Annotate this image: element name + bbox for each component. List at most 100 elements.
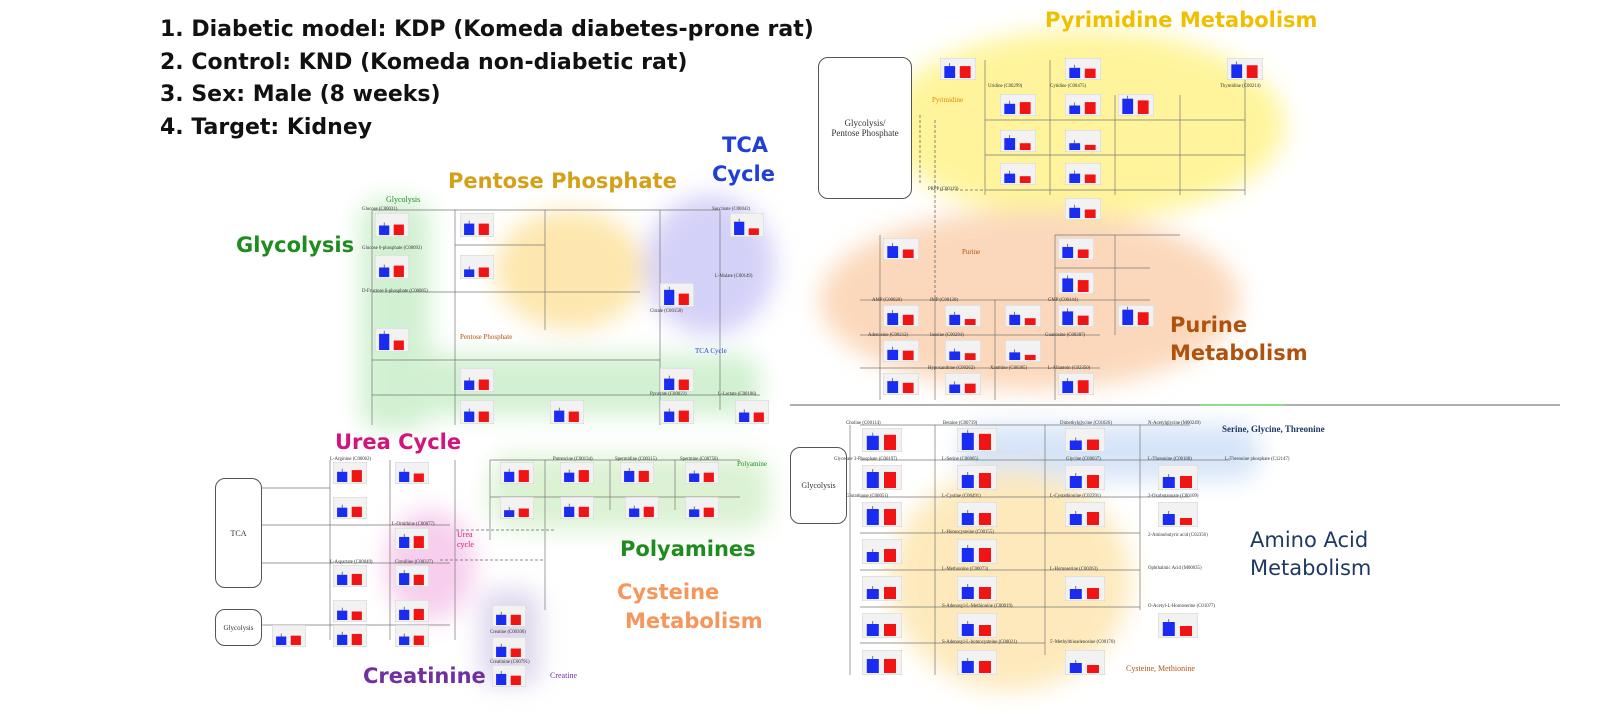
metabolite-bar-panel — [460, 400, 494, 424]
knd-bar — [351, 633, 362, 645]
metabolite-bar-panel — [1227, 58, 1263, 80]
knd-bar — [510, 675, 521, 685]
knd-bar — [1087, 475, 1099, 488]
metabolite-label: Uridine (C00299) — [988, 84, 1023, 89]
knd-bar — [413, 608, 424, 620]
kdp-bar — [496, 646, 507, 657]
metabolite-label: D-Fructose 6-phosphate (C00085) — [362, 289, 428, 294]
metabolite-label: L-Allantoin (C02350) — [1048, 366, 1091, 371]
knd-bar — [884, 472, 896, 488]
metabolite-bar-panel — [1058, 272, 1094, 294]
knd-bar — [902, 350, 914, 360]
metabolite-bar-panel — [333, 497, 367, 519]
metabolite-bar-panel — [375, 328, 409, 352]
metabolite-bar-panel — [862, 465, 902, 490]
label-glycolysis-inner: Glycolysis — [386, 195, 421, 204]
kdp-bar — [734, 221, 745, 235]
study-info-line: 4. Target: Kidney — [160, 114, 373, 140]
metabolite-bar-panel — [375, 255, 409, 279]
kdp-bar — [1004, 138, 1016, 150]
knd-bar — [884, 509, 896, 525]
metabolite-label: Putrescine (C00134) — [553, 457, 593, 462]
label-cysteine-methionine-inner: Cysteine, Methionine — [1126, 664, 1195, 673]
knd-bar — [568, 411, 579, 422]
metabolite-bar-panel — [883, 373, 919, 395]
knd-bar — [393, 265, 404, 277]
metabolite-bar-panel — [1058, 238, 1094, 260]
kdp-bar — [949, 384, 961, 393]
metabolite-bar-panel — [862, 650, 902, 675]
metabolite-bar-panel — [883, 305, 919, 327]
study-info-line: 3. Sex: Male (8 weeks) — [160, 82, 441, 107]
knd-bar — [1019, 176, 1031, 183]
metabolite-label: 5'-Methylthioadenosine (C00170) — [1050, 640, 1115, 645]
label-pyrimidine-inner: Pyrimidine — [932, 96, 964, 104]
metabolite-label: AMP (C00020) — [872, 298, 902, 303]
metabolite-label: L-Threonine phosphate (C12147) — [1225, 457, 1290, 462]
kdp-bar — [564, 506, 575, 517]
knd-bar — [638, 470, 649, 482]
knd-bar — [518, 470, 529, 482]
metabolite-bar-panel — [862, 502, 902, 527]
metabolite-label: L-Serine (C00065) — [942, 457, 979, 462]
knd-bar — [678, 379, 689, 390]
metabolite-label: N-Acetylglycine (M00249) — [1148, 421, 1201, 426]
knd-bar — [979, 661, 991, 673]
box-glycolysis-pentose: Glycolysis/ Pentose Phosphate — [818, 57, 912, 199]
kdp-bar — [961, 661, 974, 673]
knd-bar — [478, 223, 489, 235]
kdp-bar — [866, 589, 879, 599]
kdp-bar — [866, 659, 879, 673]
kdp-bar — [496, 673, 507, 685]
box-tca: TCA — [215, 478, 262, 588]
metabolite-bar-panel — [395, 625, 429, 647]
metabolite-bar-panel — [945, 305, 981, 327]
knd-bar — [884, 624, 896, 636]
kdp-bar — [464, 380, 475, 390]
metabolite-bar-panel — [957, 502, 997, 527]
metabolite-label: Betaine (C00719) — [943, 421, 978, 426]
knd-bar — [902, 382, 914, 393]
metabolite-bar-panel — [660, 400, 694, 424]
metabolite-bar-panel — [395, 600, 429, 622]
kdp-bar — [1162, 622, 1175, 636]
knd-bar — [902, 249, 914, 258]
knd-bar — [413, 536, 424, 548]
kdp-bar — [961, 548, 974, 562]
metabolite-label: L-Lactate (C00186) — [718, 392, 757, 397]
knd-bar — [1077, 280, 1089, 292]
metabolite-bar-panel — [500, 497, 534, 519]
metabolite-label: GMP (C00144) — [1048, 298, 1078, 303]
metabolite-bar-panel — [550, 400, 584, 424]
kdp-bar — [1062, 278, 1074, 292]
metabolite-bar-panel — [685, 497, 719, 519]
metabolite-label: L-Malate (C00149) — [715, 274, 753, 279]
knd-bar — [393, 224, 404, 235]
kdp-bar — [1062, 246, 1074, 258]
metabolite-bar-panel — [862, 539, 902, 564]
metabolite-bar-panel — [883, 340, 919, 362]
knd-bar — [1084, 68, 1096, 78]
knd-bar — [1084, 102, 1096, 114]
metabolite-bar-panel — [957, 613, 997, 638]
kdp-bar — [464, 411, 475, 422]
kdp-bar — [629, 508, 640, 517]
title-cysteine-2: Metabolism — [625, 609, 763, 633]
kdp-bar — [866, 435, 879, 450]
metabolite-label: L-Threonine (C00188) — [1148, 457, 1192, 462]
metabolite-label: Glycerate 3-Phosphate (C00197) — [834, 457, 898, 462]
box-glycolysis-left: Glycolysis — [215, 609, 262, 646]
title-urea: Urea Cycle — [335, 430, 462, 454]
kdp-bar — [1122, 98, 1134, 114]
kdp-bar — [944, 66, 956, 78]
knd-bar — [1019, 143, 1031, 150]
knd-bar — [979, 513, 991, 525]
metabolite-bar-panel — [492, 605, 526, 627]
metabolite-label: S-Adenosyl-L-Methionine (C00019) — [942, 604, 1013, 609]
kdp-bar — [337, 507, 348, 517]
metabolite-bar-panel — [1158, 502, 1198, 527]
metabolite-bar-panel — [460, 255, 494, 279]
knd-bar — [1024, 318, 1036, 325]
kdp-bar — [337, 574, 348, 585]
metabolite-bar-panel — [395, 462, 429, 484]
